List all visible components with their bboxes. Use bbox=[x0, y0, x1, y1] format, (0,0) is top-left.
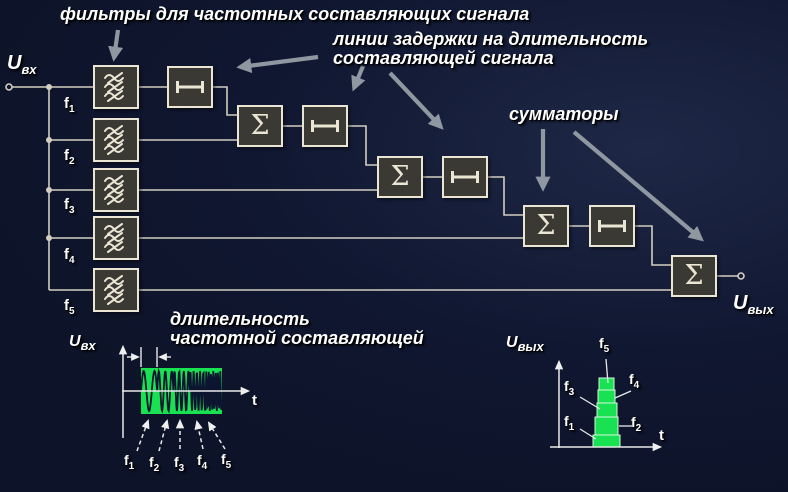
annotation-delay-lines-1: линии задержки на длительность bbox=[333, 29, 649, 49]
input-chart-label-f4: f4 bbox=[197, 452, 208, 472]
delay-block-3 bbox=[442, 156, 488, 198]
branch-label-f1: f1 bbox=[64, 95, 75, 115]
annotation-duration-1: длительность bbox=[170, 309, 310, 329]
delay-block-4 bbox=[589, 205, 635, 247]
output-chart-label-f4: f4 bbox=[629, 371, 640, 391]
annotation-duration: длительность частотной составляющей bbox=[170, 310, 424, 348]
input-terminal bbox=[5, 83, 13, 91]
summer-block-3: Σ bbox=[523, 205, 569, 247]
arrow-to-delay1 bbox=[236, 54, 319, 74]
annotation-summers: сумматоры bbox=[509, 104, 619, 124]
input-chart-y-label: Uвх bbox=[69, 333, 96, 354]
filter-icon bbox=[104, 175, 124, 205]
output-voltage-label: Uвых bbox=[733, 292, 774, 317]
filter-block-f3 bbox=[93, 168, 139, 212]
annotation-filters: фильтры для частотных составляющих сигна… bbox=[60, 4, 530, 24]
input-chart-label-f3: f3 bbox=[174, 454, 185, 474]
sigma-symbol: Σ bbox=[250, 109, 270, 141]
arrow-to-delay3 bbox=[388, 71, 444, 130]
filter-icon bbox=[104, 125, 124, 155]
filter-icon bbox=[104, 223, 124, 253]
output-step-f3 bbox=[596, 402, 618, 418]
annotation-delay-lines-2: составляющей сигнала bbox=[333, 48, 554, 68]
output-chart bbox=[550, 358, 663, 452]
input-voltage-label: Uвх bbox=[7, 52, 37, 77]
annotation-duration-2: частотной составляющей bbox=[170, 328, 424, 348]
input-chart bbox=[118, 344, 251, 452]
summer-block-4: Σ bbox=[671, 255, 717, 297]
branch-label-f5: f5 bbox=[64, 297, 75, 317]
output-step-f4 bbox=[597, 389, 616, 404]
branch-label-f2: f2 bbox=[64, 147, 75, 167]
input-waveform-path bbox=[140, 367, 223, 414]
summer-block-2: Σ bbox=[377, 156, 423, 198]
branch-label-f4: f4 bbox=[64, 246, 75, 266]
delay-block-1 bbox=[167, 66, 213, 108]
output-terminal bbox=[737, 272, 745, 280]
input-component-pointers bbox=[136, 418, 226, 452]
delay-icon bbox=[598, 220, 626, 232]
output-chart-label-f5: f5 bbox=[599, 335, 610, 355]
output-chart-label-f1: f1 bbox=[564, 413, 575, 433]
wires bbox=[5, 83, 745, 291]
output-chart-label-f2: f2 bbox=[631, 414, 642, 434]
sigma-symbol: Σ bbox=[536, 209, 556, 241]
annotation-delay-lines: линии задержки на длительность составляю… bbox=[333, 30, 648, 68]
input-chart-label-f5: f5 bbox=[221, 451, 232, 471]
input-chart-t-label: t bbox=[252, 392, 257, 409]
input-chart-label-f1: f1 bbox=[124, 452, 135, 472]
delay-icon bbox=[451, 171, 479, 183]
output-step-f1 bbox=[592, 434, 621, 448]
arrow-to-filter bbox=[108, 29, 124, 62]
delay-icon bbox=[311, 120, 339, 132]
output-chart-t-label: t bbox=[659, 427, 664, 444]
filter-block-f2 bbox=[93, 118, 139, 162]
filter-block-f5 bbox=[93, 268, 139, 312]
sigma-symbol: Σ bbox=[390, 160, 410, 192]
delay-block-2 bbox=[302, 105, 348, 147]
filter-icon bbox=[104, 72, 124, 102]
annotation-arrows bbox=[108, 29, 704, 242]
input-chart-label-f2: f2 bbox=[149, 454, 160, 474]
filter-icon bbox=[104, 275, 124, 305]
arrow-to-sum4 bbox=[572, 130, 704, 242]
filter-block-f1 bbox=[93, 65, 139, 109]
output-step-f5 bbox=[598, 377, 615, 391]
filter-block-f4 bbox=[93, 216, 139, 260]
output-chart-y-label: Uвых bbox=[506, 334, 544, 355]
arrow-to-delay2 bbox=[351, 65, 366, 92]
output-component-pointers bbox=[579, 358, 632, 440]
summer-block-1: Σ bbox=[237, 105, 283, 147]
output-chart-label-f3: f3 bbox=[564, 378, 575, 398]
branch-label-f3: f3 bbox=[64, 196, 75, 216]
delay-icon bbox=[176, 81, 204, 93]
sigma-symbol: Σ bbox=[684, 259, 704, 291]
output-step-f2 bbox=[594, 416, 619, 436]
